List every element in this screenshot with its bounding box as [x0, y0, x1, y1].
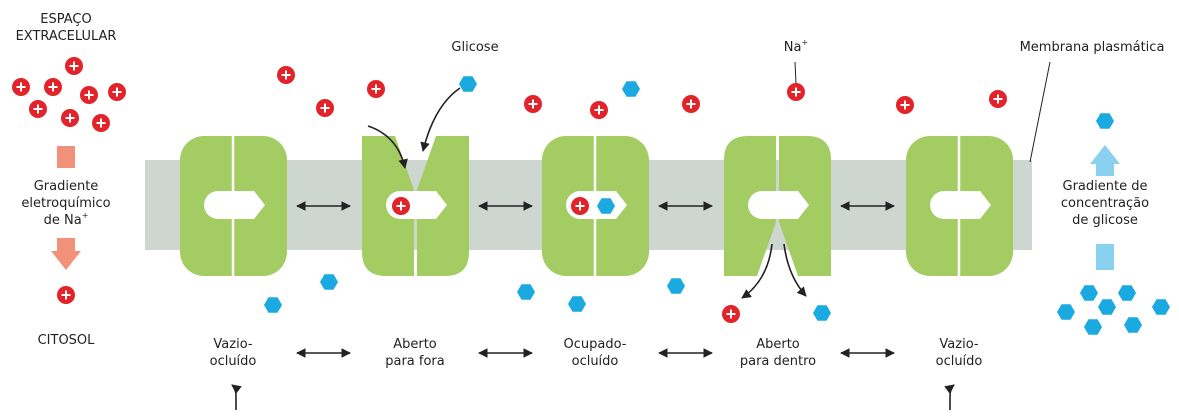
sodium-gradient-label: Gradiente eletroquímico de Na+	[21, 179, 111, 228]
glucose-cluster-cytosol	[1057, 285, 1170, 335]
sodium-ion-cytosol	[56, 285, 76, 305]
glucose-extracellular	[1096, 113, 1114, 129]
bound-sodium-ion	[570, 196, 590, 216]
release-arrows	[741, 243, 807, 299]
sodium-gradient-arrow	[51, 146, 81, 270]
extracellular-molecules	[276, 65, 1008, 120]
state-label-empty-occluded-1: Vazio- ocluído	[209, 337, 257, 369]
state-label-occupied-occluded: Ocupado- ocluído	[563, 337, 627, 369]
transporter-empty-occluded-2	[906, 136, 1013, 276]
binding-arrows	[367, 87, 461, 169]
bound-sodium-ion	[391, 196, 411, 216]
glucose-gradient-label: Gradiente de concentração de glicose	[1060, 179, 1150, 228]
glucose-gradient-arrow	[1090, 145, 1120, 270]
glucose-callout-label: Glicose	[451, 40, 499, 55]
binding-pocket	[204, 191, 265, 219]
cytosol-label: CITOSOL	[37, 333, 95, 348]
sodium-cluster-extracellular	[11, 56, 127, 133]
plasma-membrane-label: Membrana plasmática	[1019, 40, 1165, 55]
transporter-open-outward	[362, 136, 469, 276]
sodium-callout-label: Na+	[783, 37, 809, 55]
cytosol-molecules	[264, 274, 831, 324]
cycle-return-arrows	[231, 384, 955, 410]
transporter-empty-occluded-1	[180, 136, 287, 276]
callout-lines	[794, 61, 1051, 163]
state-label-open-outward: Aberto para fora	[385, 337, 445, 369]
state-label-open-inward: Aberto para dentro	[739, 337, 817, 369]
extracellular-space-label: ESPAÇO EXTRACELULAR	[15, 12, 117, 44]
state-label-empty-occluded-2: Vazio- ocluído	[935, 337, 983, 369]
binding-pocket	[748, 191, 809, 219]
transporter-occupied-occluded	[542, 136, 649, 276]
binding-pocket	[930, 191, 991, 219]
transporter-open-inward	[724, 136, 831, 276]
